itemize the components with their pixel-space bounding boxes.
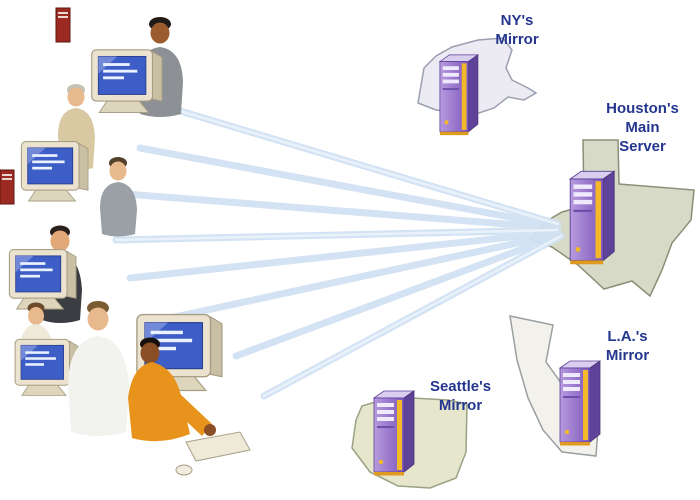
seattle-mirror-label: Seattle's Mirror <box>429 378 492 414</box>
users-at-computers-cluster <box>0 7 251 476</box>
la-server-icon <box>559 360 601 446</box>
beam-line <box>126 228 562 282</box>
la-mirror-label: L.A.'s Mirror <box>605 328 650 364</box>
beam-line <box>136 144 562 230</box>
houston-main-server-label: Houston's Main Server <box>606 100 679 155</box>
person-orange-shirt <box>128 337 216 442</box>
keyboard-icon <box>185 431 251 462</box>
houston-server-icon <box>569 170 615 265</box>
ny-mirror-label: NY's Mirror <box>495 12 539 48</box>
ny-server-icon <box>439 54 479 136</box>
person-gray-shirt-2 <box>100 157 137 237</box>
cpu-tower-icon <box>0 169 15 205</box>
cpu-tower-icon <box>55 7 71 43</box>
beam-line <box>122 190 561 232</box>
person-white-shirt <box>68 301 129 436</box>
beam-line <box>166 230 563 322</box>
connection-beam-highlights <box>114 100 563 398</box>
computer-icon <box>20 141 89 202</box>
mouse-icon <box>175 464 193 476</box>
beam-line <box>232 231 564 360</box>
